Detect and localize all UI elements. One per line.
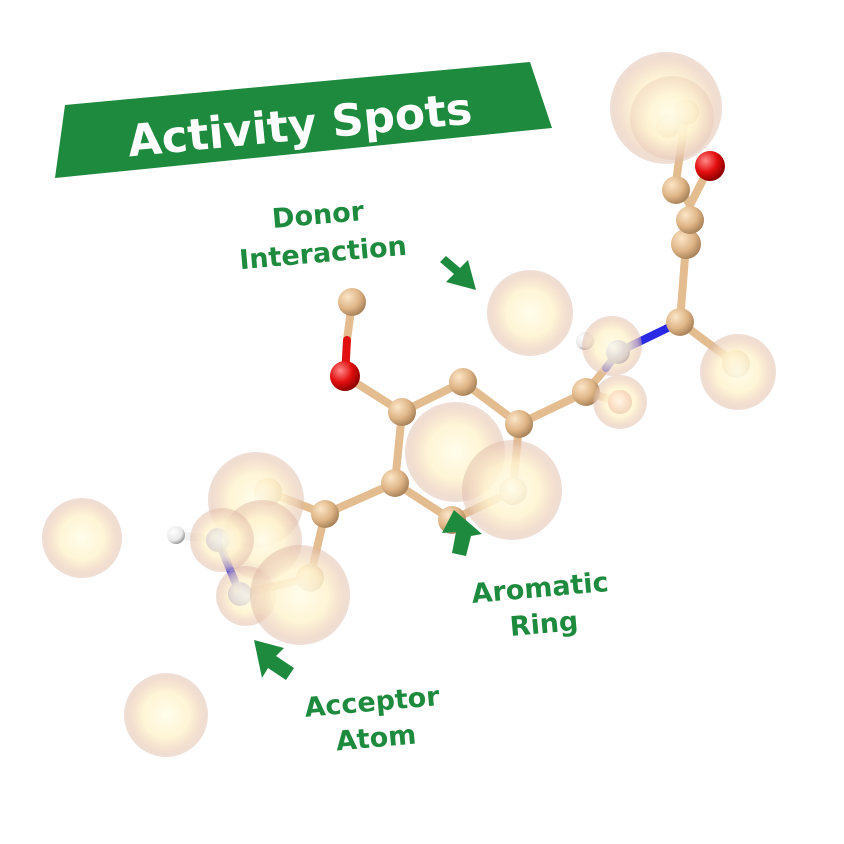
arrow-icon (254, 256, 482, 680)
acceptor-label-line2: Atom (335, 720, 418, 758)
activity-sphere (700, 334, 776, 410)
activity-sphere (42, 498, 122, 578)
activity-sphere (487, 270, 573, 356)
aromatic-arrow-icon (442, 510, 482, 556)
title-banner: Activity Spots (55, 62, 552, 178)
donor-label-line1: Donor (271, 196, 366, 235)
aromatic-label-line1: Aromatic (470, 567, 609, 610)
acceptor-label: Acceptor Atom (303, 681, 441, 757)
acceptor-label-line1: Acceptor (303, 681, 441, 724)
donor-arrow-icon (440, 256, 476, 290)
banner-background (55, 62, 552, 178)
acceptor-arrow-icon (254, 640, 294, 680)
activity-sphere (462, 440, 562, 540)
activity-sphere (593, 375, 647, 429)
activity-sphere (190, 508, 254, 572)
activity-sphere (124, 673, 208, 757)
activity-sphere (630, 76, 714, 160)
aromatic-label-line2: Ring (509, 606, 580, 643)
donor-label: Donor Interaction (238, 196, 408, 276)
activity-spheres (42, 52, 776, 757)
activity-sphere (250, 545, 350, 645)
aromatic-label: Aromatic Ring (470, 567, 609, 643)
activity-sphere (582, 316, 642, 376)
donor-label-line2: Interaction (238, 231, 408, 277)
